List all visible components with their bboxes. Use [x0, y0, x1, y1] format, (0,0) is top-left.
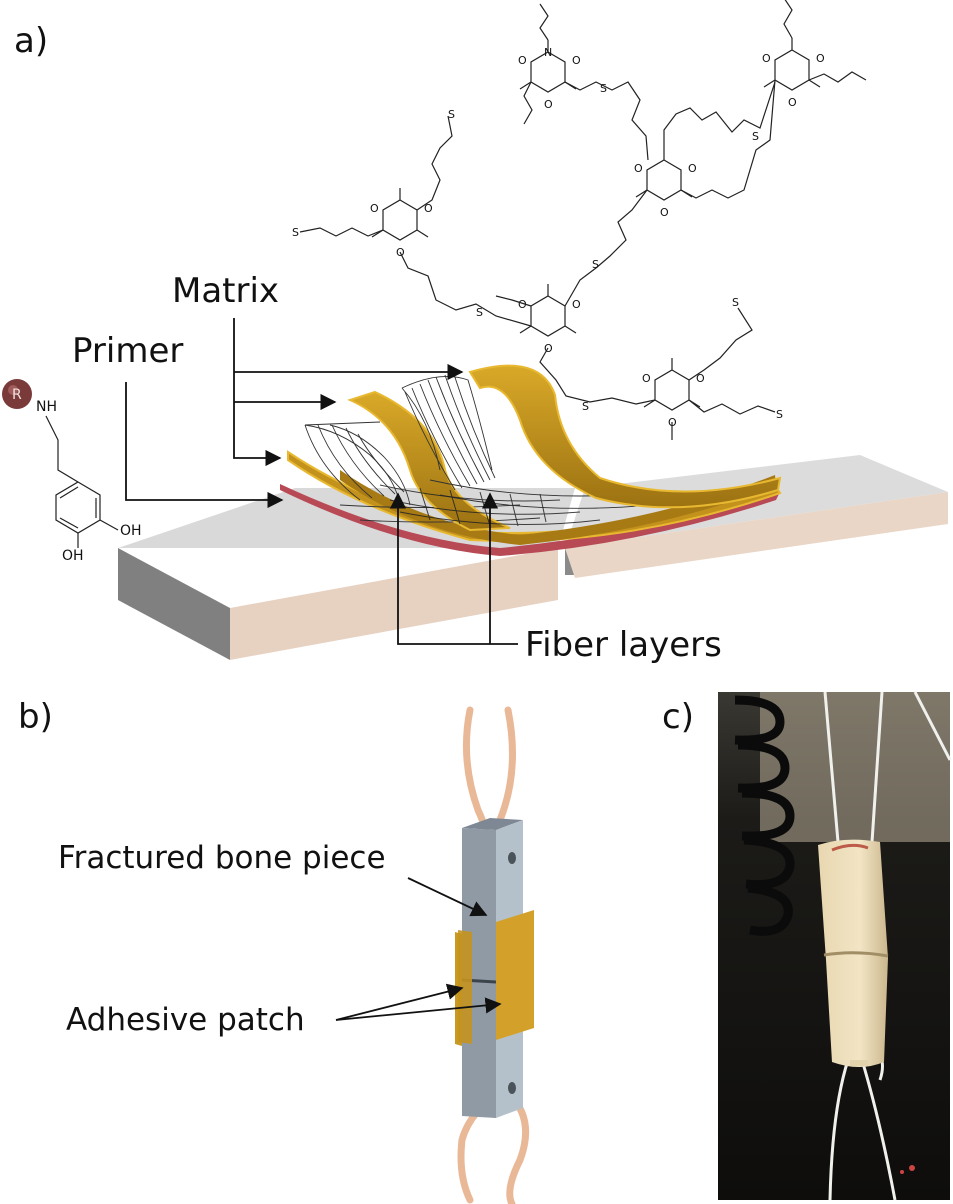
bone-bar-right — [565, 455, 948, 578]
atom-s: S — [776, 408, 783, 421]
drill-hole-top — [508, 852, 516, 864]
r-group-label: R — [12, 387, 22, 403]
fiber-layers-arrows — [389, 492, 518, 645]
atom-o: O — [696, 372, 705, 385]
adhesive-patch-left-face — [458, 930, 472, 1044]
sulfur-atoms: S S S S S S S S S — [292, 82, 783, 421]
amine-label: NH — [36, 399, 57, 415]
atom-s: S — [476, 306, 483, 319]
atom-o: O — [544, 342, 553, 355]
matrix-label: Matrix — [172, 271, 279, 311]
fractured-bone-arrow — [407, 877, 488, 917]
atom-s: S — [292, 226, 299, 239]
bone-right-front — [565, 492, 948, 578]
atom-o: O — [688, 162, 697, 175]
panel-c: c) — [662, 691, 952, 1201]
atom-s: S — [582, 400, 589, 413]
atom-o: O — [518, 54, 527, 67]
atom-o: O — [788, 96, 797, 109]
triazine-ring: O O O — [642, 358, 705, 429]
matrix-curl-left — [347, 390, 511, 532]
atom-n: N — [544, 46, 552, 59]
polymer-network: N O O O O O O O O O — [292, 0, 867, 440]
panel-b: b) Fractured bone piece Adhesive patch — [18, 697, 534, 1204]
atom-o: O — [660, 206, 669, 219]
primer-arrow — [125, 382, 284, 509]
panel-a: a) — [2, 0, 948, 665]
fiber-grid-base — [379, 484, 601, 527]
atom-o: O — [518, 298, 527, 311]
atom-o: O — [572, 54, 581, 67]
atom-o: O — [642, 372, 651, 385]
adhesive-patch-right — [496, 910, 534, 1040]
hydroxyl-2: OH — [62, 548, 84, 564]
adhesive-patch-label: Adhesive patch — [66, 1002, 305, 1038]
bone-specimen-top — [462, 818, 523, 830]
adhesive-patch-arrows — [335, 983, 502, 1021]
catechol-ring — [55, 481, 101, 534]
coiled-cable — [734, 695, 795, 936]
triazine-ring: O O O — [634, 148, 697, 219]
bone-left-front — [230, 548, 558, 660]
matrix-lower-sheet — [340, 470, 776, 545]
polymer-linkers — [299, 0, 867, 440]
atom-s: S — [600, 82, 607, 95]
triazine-ring: O O O — [370, 188, 433, 259]
photo-specimen — [718, 691, 952, 1201]
panel-a-label: a) — [14, 21, 48, 61]
bone-left-side — [118, 548, 230, 660]
fractured-bone-label: Fractured bone piece — [58, 840, 386, 876]
atom-s: S — [448, 108, 455, 121]
primer-label: Primer — [72, 331, 183, 371]
panel-c-label: c) — [662, 697, 694, 737]
hydroxyl-1: OH — [120, 523, 142, 539]
atom-o: O — [544, 98, 553, 111]
atom-o: O — [370, 202, 379, 215]
atom-o: O — [762, 52, 771, 65]
matrix-curl-right — [468, 364, 782, 509]
atom-o: O — [816, 52, 825, 65]
triazine-ring: O O O — [762, 38, 825, 109]
primer-layer — [280, 484, 780, 556]
atom-o: O — [424, 202, 433, 215]
drill-hole-bottom — [508, 1082, 516, 1094]
atom-o: O — [634, 162, 643, 175]
fiber-layers-label: Fiber layers — [525, 625, 722, 665]
bone-specimen — [461, 818, 524, 1118]
triazine-ring: N O O O — [518, 40, 581, 111]
atom-s: S — [752, 130, 759, 143]
primer-molecule: R NH OH OH — [2, 379, 142, 564]
atom-s: S — [592, 258, 599, 271]
atom-s: S — [732, 296, 739, 309]
atom-o: O — [572, 298, 581, 311]
bone-specimen-front — [462, 828, 496, 1118]
panel-b-label: b) — [18, 697, 53, 737]
matrix-arrows — [233, 318, 464, 467]
